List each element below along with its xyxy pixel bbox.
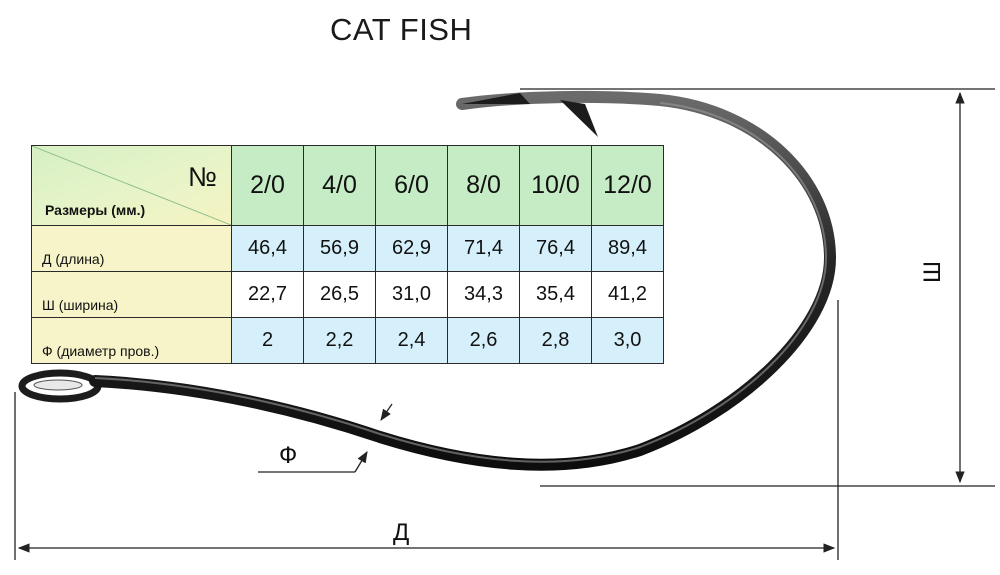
diameter-label: Ф bbox=[279, 442, 298, 469]
table-cell: 35,4 bbox=[519, 271, 592, 318]
table-cell: 26,5 bbox=[303, 271, 376, 318]
table-cell: 62,9 bbox=[375, 225, 448, 272]
table-row: Ш (ширина) 22,7 26,5 31,0 34,3 35,4 41,2 bbox=[31, 271, 664, 318]
size-table: № Размеры (мм.) 2/0 4/0 6/0 8/0 10/0 12/… bbox=[31, 145, 664, 364]
number-label: № bbox=[188, 162, 217, 192]
table-row: Д (длина) 46,4 56,9 62,9 71,4 76,4 89,4 bbox=[31, 225, 664, 272]
table-header-row: № Размеры (мм.) 2/0 4/0 6/0 8/0 10/0 12/… bbox=[31, 145, 664, 226]
sizes-label: Размеры (мм.) bbox=[45, 202, 146, 218]
size-header: 2/0 bbox=[231, 145, 304, 226]
size-header: 4/0 bbox=[303, 145, 376, 226]
table-cell: 41,2 bbox=[591, 271, 664, 318]
size-header: 8/0 bbox=[447, 145, 520, 226]
table-corner-cell: № Размеры (мм.) bbox=[31, 145, 232, 226]
diameter-dimension bbox=[258, 403, 393, 473]
hook-barb bbox=[560, 100, 598, 137]
table-cell: 89,4 bbox=[591, 225, 664, 272]
table-cell: 2,4 bbox=[375, 317, 448, 364]
table-cell: 2 bbox=[231, 317, 304, 364]
table-row: Ф (диаметр пров.) 2 2,2 2,4 2,6 2,8 3,0 bbox=[31, 317, 664, 364]
table-cell: 2,2 bbox=[303, 317, 376, 364]
table-cell: 31,0 bbox=[375, 271, 448, 318]
table-cell: 76,4 bbox=[519, 225, 592, 272]
diagram-title: CAT FISH bbox=[330, 12, 473, 47]
table-cell: 56,9 bbox=[303, 225, 376, 272]
row-label-length: Д (длина) bbox=[31, 225, 232, 272]
size-header: 12/0 bbox=[591, 145, 664, 226]
table-cell: 2,8 bbox=[519, 317, 592, 364]
width-label: Ш bbox=[919, 261, 946, 283]
table-cell: 22,7 bbox=[231, 271, 304, 318]
table-cell: 3,0 bbox=[591, 317, 664, 364]
size-header: 10/0 bbox=[519, 145, 592, 226]
row-label-width: Ш (ширина) bbox=[31, 271, 232, 318]
length-dimension bbox=[14, 300, 839, 560]
size-header: 6/0 bbox=[375, 145, 448, 226]
table-cell: 2,6 bbox=[447, 317, 520, 364]
length-label: Д bbox=[393, 519, 410, 546]
table-cell: 34,3 bbox=[447, 271, 520, 318]
hook-wire bbox=[89, 90, 837, 471]
hook-shape bbox=[18, 90, 837, 471]
table-cell: 46,4 bbox=[231, 225, 304, 272]
table-cell: 71,4 bbox=[447, 225, 520, 272]
width-dimension bbox=[520, 88, 995, 487]
row-label-diameter: Ф (диаметр пров.) bbox=[31, 317, 232, 364]
